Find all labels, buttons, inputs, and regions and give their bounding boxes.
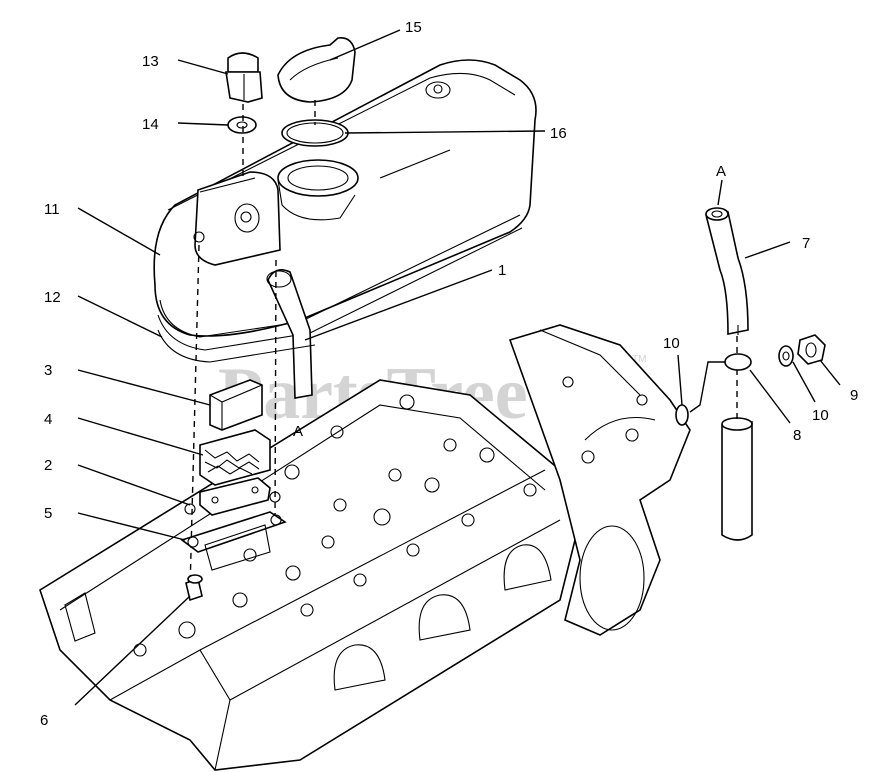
callout-4: 4 bbox=[44, 411, 52, 428]
breather-reed-plate bbox=[184, 477, 281, 516]
callout-9: 9 bbox=[850, 387, 858, 404]
breather-mounting-pocket bbox=[204, 524, 271, 571]
callout-10-right: 10 bbox=[812, 407, 829, 424]
acorn-nut bbox=[225, 52, 263, 103]
callout-2: 2 bbox=[44, 457, 52, 474]
callout-3: 3 bbox=[44, 362, 52, 379]
callout-16: 16 bbox=[550, 125, 567, 142]
hex-nut bbox=[797, 334, 826, 365]
callout-1: 1 bbox=[498, 262, 506, 279]
breather-tube-hose bbox=[705, 207, 749, 335]
breather-baffle bbox=[209, 379, 263, 431]
callout-6: 6 bbox=[40, 712, 48, 729]
breather-gasket bbox=[180, 511, 287, 553]
valve-cover bbox=[153, 59, 537, 351]
callout-12: 12 bbox=[44, 289, 61, 306]
cylinder-head bbox=[39, 379, 581, 771]
callout-10-left: 10 bbox=[663, 335, 680, 352]
engine-rear-casting bbox=[508, 324, 691, 636]
flat-washer-right bbox=[778, 345, 794, 367]
oil-fill-cap bbox=[277, 36, 356, 103]
breather-hose bbox=[266, 269, 313, 399]
callout-15: 15 bbox=[405, 19, 422, 36]
breather-tube-lower bbox=[721, 417, 753, 541]
callout-labels: 13 15 14 16 11 1 12 3 4 2 5 6 7 10 9 10 … bbox=[40, 19, 858, 729]
assembly-line-left bbox=[189, 244, 200, 591]
callout-13: 13 bbox=[142, 53, 159, 70]
flat-washer-left bbox=[675, 404, 689, 426]
callout-5: 5 bbox=[44, 505, 52, 522]
callout-8: 8 bbox=[793, 427, 801, 444]
breather-filter-element bbox=[199, 429, 271, 486]
mounting-stud bbox=[185, 574, 203, 602]
connection-mark-a-top: A bbox=[716, 163, 726, 180]
connection-mark-a-bottom: A bbox=[293, 423, 303, 440]
hose-clamp bbox=[689, 353, 752, 413]
watermark-trademark: TM bbox=[632, 354, 646, 365]
callout-7: 7 bbox=[802, 235, 810, 252]
leader-lines bbox=[74, 29, 841, 706]
callout-11: 11 bbox=[44, 201, 60, 218]
sealing-washer bbox=[227, 116, 257, 134]
flat-washer-right-hole bbox=[782, 351, 790, 361]
callout-14: 14 bbox=[142, 116, 159, 133]
